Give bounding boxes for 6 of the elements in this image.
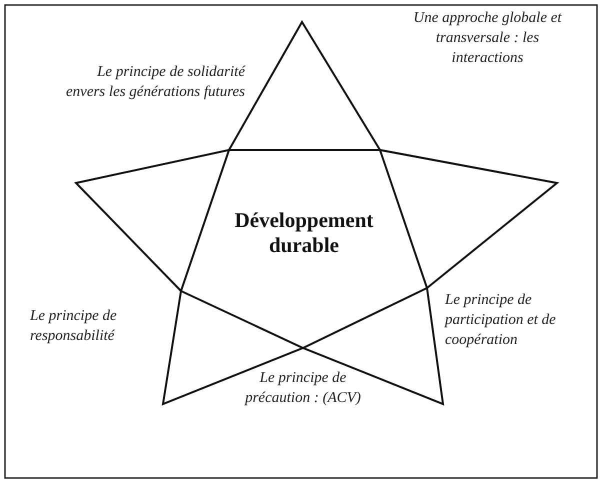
center-title: Développement durable bbox=[234, 208, 374, 258]
principle-label: Le principe de solidarité envers les générations futures bbox=[65, 63, 245, 102]
principle-label: Le principe de responsabilité bbox=[30, 307, 118, 346]
principle-label: Le principe de précaution : (ACV) bbox=[243, 369, 362, 408]
principle-label: Le principe de participation et de coopération bbox=[445, 291, 557, 350]
principle-label: Une approche globale et transversale : les interactions bbox=[412, 9, 563, 68]
